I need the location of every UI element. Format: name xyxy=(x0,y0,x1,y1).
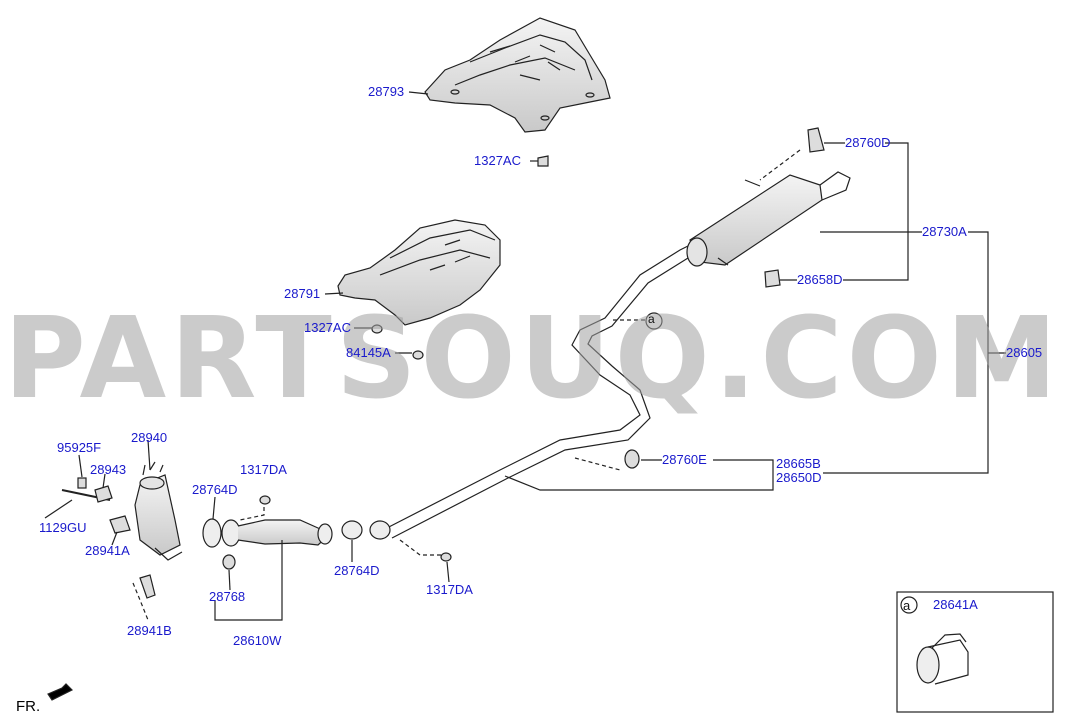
nut-84145a xyxy=(412,350,424,360)
nut-1317da-bottom xyxy=(440,552,452,562)
label-28793[interactable]: 28793 xyxy=(368,84,405,99)
label-1327ac-top[interactable]: 1327AC xyxy=(474,153,521,168)
label-28768[interactable]: 28768 xyxy=(209,589,246,604)
muffler xyxy=(686,171,851,267)
inset-circle xyxy=(900,596,918,614)
label-28665b[interactable]: 28665B xyxy=(776,456,821,471)
dash-28760d xyxy=(759,149,801,181)
label-28941a[interactable]: 28941A xyxy=(85,543,130,558)
heat-shield-upper-part xyxy=(424,17,611,133)
nut-1317da-top xyxy=(259,495,271,505)
label-1317da-top[interactable]: 1317DA xyxy=(240,462,287,477)
label-95925f[interactable]: 95925F xyxy=(57,440,102,455)
label-1327ac-mid[interactable]: 1327AC xyxy=(304,320,351,335)
label-28940[interactable]: 28940 xyxy=(131,430,168,445)
label-28760d[interactable]: 28760D xyxy=(845,135,891,150)
dash-28760e xyxy=(574,457,621,471)
leader-28793 xyxy=(408,91,429,95)
leader-28768 xyxy=(228,569,231,591)
label-28764d-right[interactable]: 28764D xyxy=(334,563,380,578)
heat-shield-middle-part xyxy=(337,219,501,326)
hanger-28768 xyxy=(222,554,236,570)
bracket-28610w xyxy=(214,540,283,621)
exhaust-pipe xyxy=(382,239,706,539)
dash-1317da-bottom xyxy=(399,539,443,556)
leader-28764d-left xyxy=(212,496,216,520)
clip-95925f xyxy=(77,477,87,489)
front-pipe xyxy=(221,519,333,547)
label-28791[interactable]: 28791 xyxy=(284,286,321,301)
gasket-28764d-right xyxy=(341,520,363,540)
pipe-clamp-icon xyxy=(916,633,969,685)
label-28941b[interactable]: 28941B xyxy=(127,623,172,638)
bracket-28665b-28650d xyxy=(504,459,774,491)
bracket-28941a xyxy=(109,515,131,534)
bracket-28760d-28658d xyxy=(843,142,909,281)
flange-pipe xyxy=(369,520,391,540)
label-28764d-left[interactable]: 28764D xyxy=(192,482,238,497)
leader-28940 xyxy=(147,439,151,471)
bracket-28941b xyxy=(139,574,156,599)
label-28610w[interactable]: 28610W xyxy=(233,633,282,648)
label-28730a[interactable]: 28730A xyxy=(922,224,967,239)
label-28760e[interactable]: 28760E xyxy=(662,452,707,467)
label-28641a[interactable]: 28641A xyxy=(933,597,978,612)
leader-1317da-bottom xyxy=(446,561,450,583)
label-28943[interactable]: 28943 xyxy=(90,462,127,477)
callout-a-letter: a xyxy=(648,312,655,326)
nut-1327ac-mid xyxy=(371,324,383,334)
hanger-28658d xyxy=(764,269,781,288)
label-1317da-bottom[interactable]: 1317DA xyxy=(426,582,473,597)
leader-95925f xyxy=(78,454,83,478)
catalytic-converter xyxy=(134,461,183,561)
label-28605[interactable]: 28605 xyxy=(1006,345,1043,360)
gasket-28764d-left xyxy=(202,518,222,548)
leader-28791 xyxy=(324,292,344,295)
label-1129gu[interactable]: 1129GU xyxy=(39,520,87,535)
forward-arrow-icon xyxy=(47,683,74,701)
leader-28943 xyxy=(102,473,106,489)
label-28650d[interactable]: 28650D xyxy=(776,470,822,485)
label-28658d[interactable]: 28658D xyxy=(797,272,843,287)
hanger-28760d xyxy=(807,127,825,153)
leader-28941a xyxy=(111,531,118,546)
dash-1317da-top xyxy=(239,500,265,521)
inset-letter: a xyxy=(903,598,911,613)
leader-1129gu xyxy=(44,499,73,519)
direction-label: FR. xyxy=(16,698,41,715)
nut-1327ac-top xyxy=(537,155,549,167)
label-84145a[interactable]: 84145A xyxy=(346,345,391,360)
bracket-28605 xyxy=(823,231,989,474)
hanger-28760e xyxy=(624,449,640,469)
callout-a-circle xyxy=(645,312,663,330)
